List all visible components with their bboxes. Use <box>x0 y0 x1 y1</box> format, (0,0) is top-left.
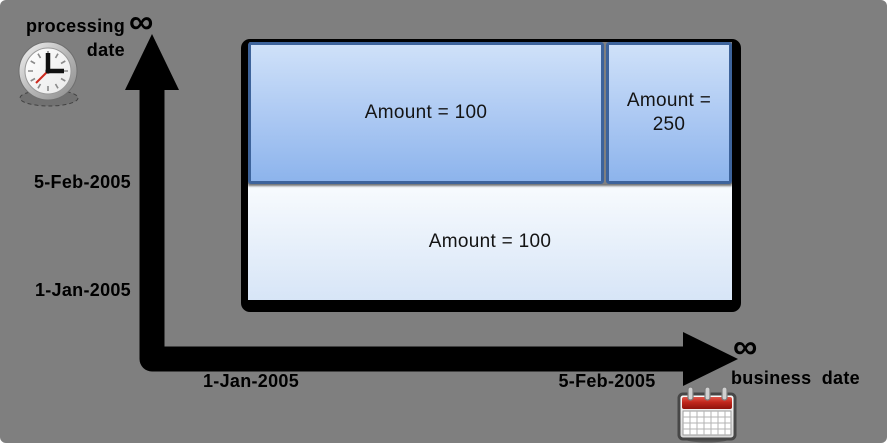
y-axis-infinity-symbol: ∞ <box>129 3 154 41</box>
x-tick-5-feb-2005: 5-Feb-2005 <box>558 371 656 391</box>
y-axis-title: processing date <box>6 14 125 62</box>
region-bottom-label: Amount = 100 <box>428 231 552 252</box>
region-top-left-label: Amount = 100 <box>364 102 488 123</box>
region-bottom: Amount = 100 <box>248 184 732 300</box>
y-axis-title-line2: date <box>86 40 125 60</box>
bitemporal-regions: Amount = 100 Amount = 250 Amount = 100 <box>241 39 741 312</box>
calendar-icon <box>677 386 737 443</box>
x-axis-title: business date <box>731 368 860 388</box>
region-top-right: Amount = 250 <box>606 42 732 184</box>
x-axis-infinity-symbol: ∞ <box>733 328 758 366</box>
y-tick-5-feb-2005: 5-Feb-2005 <box>33 172 131 192</box>
x-tick-1-jan-2005: 1-Jan-2005 <box>202 371 300 391</box>
x-axis-arrowhead <box>683 332 738 386</box>
region-top-left: Amount = 100 <box>248 42 604 184</box>
y-axis-arrowhead <box>125 34 179 90</box>
region-top-right-label: Amount = 250 <box>626 90 712 135</box>
y-axis-title-line1: processing <box>25 16 125 36</box>
top-row: Amount = 100 Amount = 250 <box>248 42 732 184</box>
clock-icon <box>18 41 79 107</box>
y-tick-1-jan-2005: 1-Jan-2005 <box>34 280 131 300</box>
axis-lines <box>139 84 686 372</box>
